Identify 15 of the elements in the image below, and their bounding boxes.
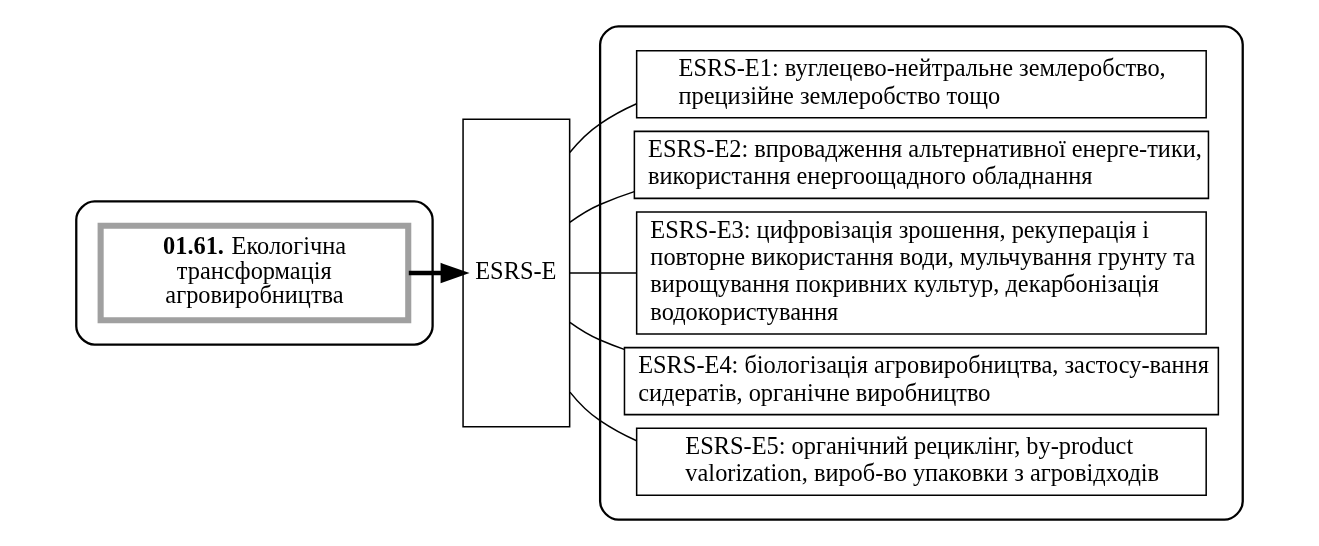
node-box: ESRS-E5: органічний рециклінг, by-product valorization, вироб-во упаковки з агровідходів [635,427,1207,497]
connector [569,102,638,154]
connector [569,190,636,224]
cluster [75,200,434,346]
node-box: ESRS-E [462,118,571,428]
node-box: ESRS-E4: біологізація агровиробництва, застосу-вання сидератів, органічне виробництво [623,346,1220,416]
node-box: 01.61. Екологічна трансформація агровиробництва [97,222,412,324]
cluster [598,25,1244,521]
connector [569,272,638,274]
connector [569,321,625,351]
node-box: ESRS-E2: впровадження альтернативної енерге-тики, використання енергоощадного обладнання [633,130,1210,200]
connector [569,391,638,442]
node-box: ESRS-E3: цифровізація зрошення, рекуперація і повторне використання води, мульчування грунту та вирощування покривних культур, декарбонізація водокористування [635,211,1207,335]
arrow [408,262,470,284]
node-box: ESRS-E1: вуглецево-нейтральне землеробство, прецизійне землеробство тощо [635,49,1207,119]
